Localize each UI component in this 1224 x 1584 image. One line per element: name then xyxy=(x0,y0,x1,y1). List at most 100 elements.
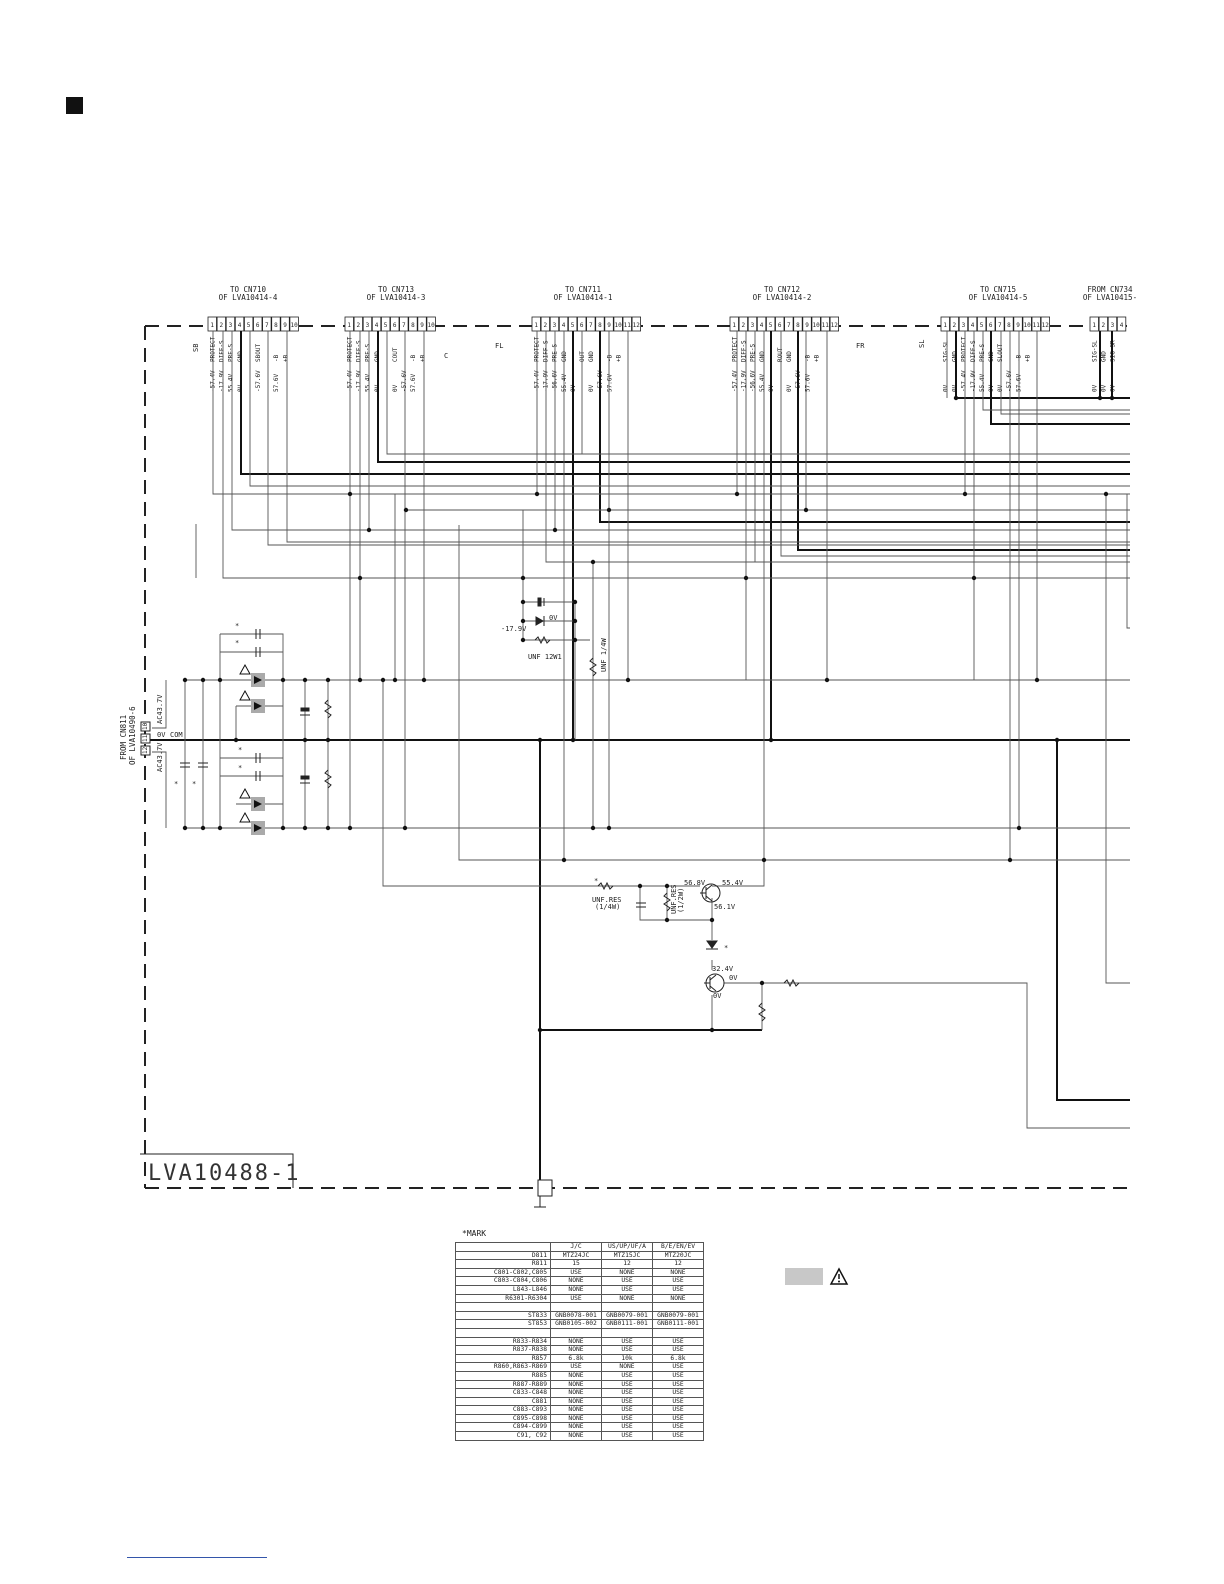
junction-dot xyxy=(664,883,670,889)
connector-pin-box xyxy=(738,316,748,332)
mark-table-cell: R837-R838 xyxy=(455,1345,551,1355)
connector-signal-name: PRE-S xyxy=(365,344,372,362)
connector-pin-box xyxy=(967,316,978,332)
connector-pin-box xyxy=(390,316,400,332)
junction-dot xyxy=(200,677,206,683)
connector-pin-number: 10 xyxy=(614,322,622,329)
connector-pin-box xyxy=(747,316,758,332)
connector-signal-name: DIFF-S xyxy=(741,340,748,362)
connector-pin-number: 10 xyxy=(427,322,435,329)
mark-table-cell: USE xyxy=(601,1284,653,1295)
connector-signal-name: PRE-S xyxy=(750,344,757,362)
connector-pin-number: 10 xyxy=(290,322,298,329)
connector-header: OF LVA10415- xyxy=(1083,293,1137,302)
connector-pin-number: 6 xyxy=(989,322,993,329)
mark-table-cell: ST833 xyxy=(455,1310,551,1321)
junction-dot xyxy=(402,825,408,831)
junction-dot xyxy=(590,825,596,831)
connector-pin-number: 5 xyxy=(384,322,388,329)
voltage-label: 32.4V xyxy=(712,965,734,973)
junction-dot xyxy=(768,737,774,743)
connector-pin-box xyxy=(353,316,364,332)
connector-signal-name: GND xyxy=(1101,351,1108,362)
connector-voltage: 0V xyxy=(1110,384,1117,392)
junction-dot xyxy=(572,637,578,643)
connector-signal-name: +B xyxy=(282,354,289,362)
mark-table-cell: C894-C899 xyxy=(455,1422,551,1433)
junction-dot xyxy=(217,677,223,683)
connector-pin-number: 11 xyxy=(624,322,632,329)
connector-pin-box xyxy=(631,316,641,332)
shaded-legend-box xyxy=(785,1268,823,1285)
section-label-sl: SL xyxy=(918,340,926,348)
mark-table-cell: GNB0078-001 xyxy=(550,1310,602,1321)
connector-header: TO CN715 xyxy=(980,285,1016,294)
junction-dot xyxy=(182,825,188,831)
connector-pin-number: 1 xyxy=(210,322,214,329)
mark-table-cell: GNB0111-001 xyxy=(601,1319,653,1329)
voltage-label: 0V xyxy=(549,614,558,622)
star-mark: * xyxy=(238,764,242,772)
voltage-label: 56.8V xyxy=(684,879,706,887)
connector-pin-box xyxy=(234,316,245,332)
junction-dot xyxy=(302,825,308,831)
connector-pin-box xyxy=(829,316,839,332)
power-pin-11: 11 xyxy=(142,734,149,742)
junction-dot xyxy=(1007,857,1013,863)
connector-pin-number: 4 xyxy=(238,322,242,329)
warning-icon xyxy=(239,663,251,823)
mark-table-cell: C833-C848 xyxy=(455,1388,551,1398)
connector-voltage: 0V xyxy=(943,384,950,392)
unf-res2-label: UNF.RES xyxy=(670,884,678,914)
section-label-fr: FR xyxy=(856,342,865,350)
connector-pin-box xyxy=(243,316,254,332)
mark-table-cell: USE xyxy=(652,1345,704,1355)
junction-dot xyxy=(520,637,526,643)
connector-signal-name: DIFF-S xyxy=(356,340,363,362)
mark-table-cell: ST853 xyxy=(455,1319,551,1329)
connector-pin-box xyxy=(784,316,794,332)
section-marker xyxy=(66,97,83,114)
star-mark: * xyxy=(235,622,239,630)
junction-dot xyxy=(1054,737,1060,743)
connector-pin-number: 12 xyxy=(633,322,641,329)
connector-signal-name: OUT xyxy=(579,351,586,362)
mark-table-cell: NONE xyxy=(652,1293,704,1304)
mark-table-cell: USE xyxy=(601,1396,653,1407)
junction-dot xyxy=(590,559,596,565)
power-of-label: OF LVA10490-6 xyxy=(128,706,137,765)
connector-signal-name: -B xyxy=(606,354,613,362)
mark-table-cell: USE xyxy=(550,1362,602,1372)
mark-table-cell xyxy=(455,1302,551,1312)
connector-signal-name: +B xyxy=(1024,354,1031,362)
voltage-label: -17.9V xyxy=(501,625,527,633)
connector-signal-name: DIFF-S xyxy=(970,340,977,362)
components xyxy=(180,597,800,1208)
connector-pin-box xyxy=(1089,316,1099,332)
connector-voltage: 57.6V xyxy=(273,374,280,392)
connector-header: TO CN712 xyxy=(764,285,800,294)
connector-voltage: -17.9V xyxy=(219,370,226,392)
junction-dot xyxy=(280,825,286,831)
connector-pin-box xyxy=(1040,316,1050,332)
connector-pin-number: 12 xyxy=(1042,322,1050,329)
junction-dot xyxy=(1034,677,1040,683)
connector-pin-number: 4 xyxy=(375,322,379,329)
mark-table-cell: NONE xyxy=(550,1413,602,1424)
connector-pin-box xyxy=(729,316,739,332)
connector-pin-number: 4 xyxy=(760,322,764,329)
connector-pin-number: 9 xyxy=(607,322,611,329)
mark-table-row xyxy=(455,1327,704,1338)
connector-pin-box xyxy=(1031,316,1041,332)
connector-signal-name: DIFF-S xyxy=(219,340,226,362)
connector-signal-name: SIG-SR xyxy=(1110,340,1117,362)
mark-table-cell: C803-C804,C806 xyxy=(455,1276,551,1286)
connector-pin-number: 10 xyxy=(1023,322,1031,329)
